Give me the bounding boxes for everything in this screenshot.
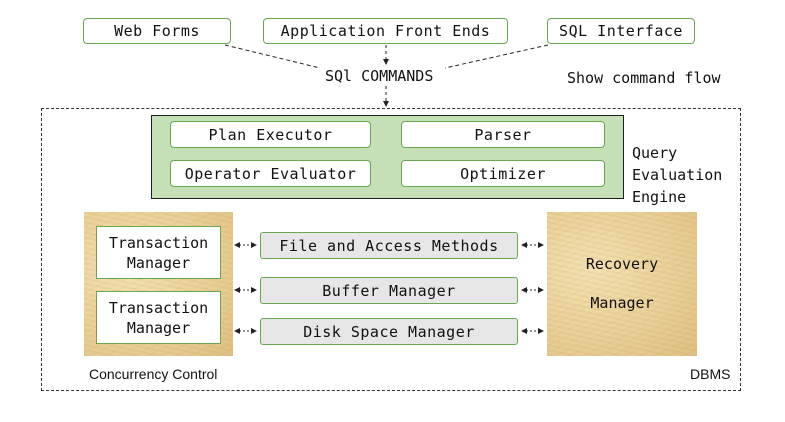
web-forms-box: Web Forms (83, 18, 231, 44)
optimizer-box: Optimizer (401, 160, 605, 187)
disk-space-manager-box: Disk Space Manager (260, 318, 518, 345)
qee-label-line-1: Query (632, 144, 678, 162)
operator-evaluator-box: Operator Evaluator (170, 160, 371, 187)
sql-interface-box: SQL Interface (547, 18, 695, 44)
file-access-methods-box: File and Access Methods (260, 232, 518, 259)
query-evaluation-engine-label: Query Evaluation Engine (632, 142, 722, 208)
recovery-label-line-2: Manager (590, 294, 654, 312)
dbms-container (41, 108, 741, 391)
qee-label-line-3: Engine (632, 188, 687, 206)
transaction-manager-box-2: Transaction Manager (96, 291, 221, 344)
recovery-manager-panel (547, 212, 697, 356)
qee-label-line-2: Evaluation (632, 166, 723, 184)
buffer-manager-box: Buffer Manager (260, 277, 518, 304)
transaction-manager-box-1: Transaction Manager (96, 226, 221, 279)
parser-box: Parser (401, 121, 605, 148)
web-forms-connector (224, 44, 321, 69)
recovery-label-line-1: Recovery (585, 255, 659, 273)
dbms-label: DBMS (690, 366, 731, 382)
application-front-ends-box: Application Front Ends (263, 18, 508, 44)
sql-commands-label: SQl COMMANDS (325, 67, 434, 85)
concurrency-control-label: Concurrency Control (89, 366, 218, 382)
show-command-flow-label: Show command flow (567, 69, 721, 87)
plan-executor-box: Plan Executor (170, 121, 371, 148)
sql-interface-connector (444, 44, 549, 69)
